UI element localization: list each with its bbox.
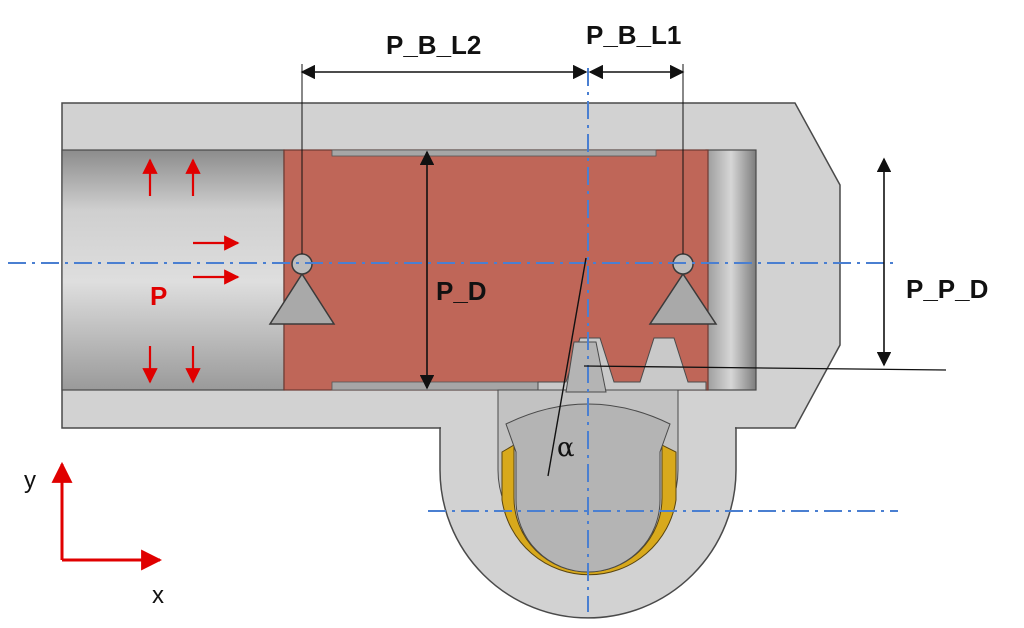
pivot-tooth: [565, 341, 607, 393]
spool-top-land: [331, 149, 657, 157]
label-p-b-l1: P_B_L1: [586, 20, 681, 50]
coordinate-axes: [51, 461, 163, 571]
label-p-b-l2: P_B_L2: [386, 30, 481, 60]
spool-bottom-land: [331, 381, 539, 391]
label-axis-y: y: [24, 467, 36, 494]
pressure-arrows: [142, 158, 240, 384]
label-p-d: P_D: [436, 276, 487, 306]
spool-body: [283, 149, 709, 391]
label-alpha: α: [557, 433, 575, 463]
right-bore-chamber: [705, 149, 757, 391]
label-axis-x: x: [152, 582, 164, 609]
left-bore-chamber: [61, 149, 285, 391]
label-p-p-d: P_P_D: [906, 274, 988, 304]
pitch-reference-line: [583, 365, 947, 371]
label-pressure: P: [150, 281, 167, 311]
angle-arm-line: [547, 257, 587, 477]
